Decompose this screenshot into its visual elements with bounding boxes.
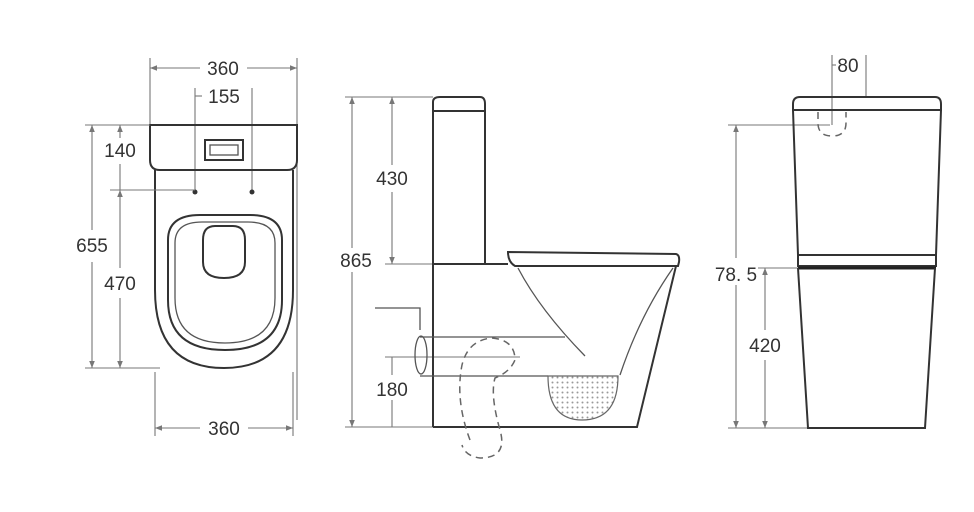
front-view: 80 78. 5 420 — [715, 55, 942, 429]
dim-seat-height: 420 — [749, 336, 781, 357]
top-view: 360 155 655 140 470 360 — [76, 58, 298, 440]
dim-tank-height: 430 — [376, 169, 408, 190]
dim-tank-depth: 140 — [104, 141, 136, 162]
dim-overall-width: 360 — [207, 59, 239, 80]
dim-base-width: 360 — [208, 419, 240, 440]
dim-total-height: 865 — [340, 251, 372, 272]
dim-inlet-spacing: 155 — [208, 87, 240, 108]
dim-total-depth: 655 — [76, 236, 108, 257]
dim-inlet-offset: 80 — [837, 56, 858, 77]
side-view: 865 430 180 — [340, 96, 681, 459]
dim-outlet-height: 180 — [376, 380, 408, 401]
dim-inlet-height: 78. 5 — [715, 265, 757, 286]
dim-bowl-depth: 470 — [104, 274, 136, 295]
